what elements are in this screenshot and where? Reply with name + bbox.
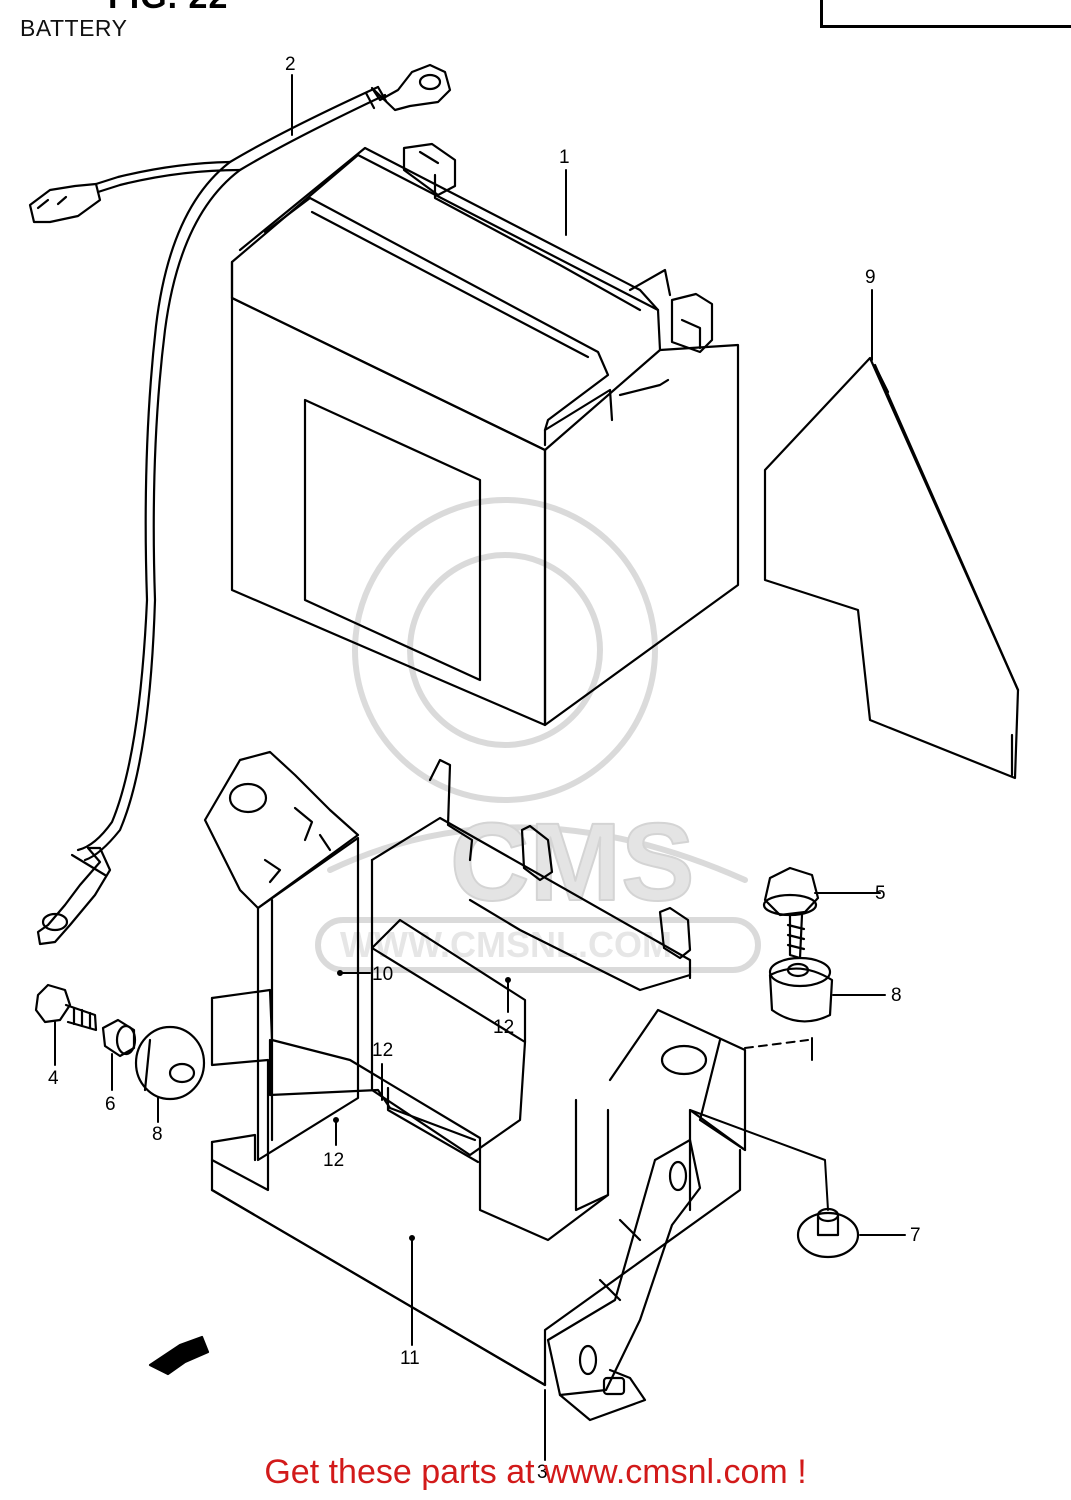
callout-11: 11	[400, 1348, 420, 1369]
collar-part-6	[101, 1018, 137, 1058]
corner-frame	[820, 0, 1071, 28]
nut-part-7	[796, 1207, 860, 1259]
callout-1: 1	[559, 147, 570, 168]
callout-8-right: 8	[891, 985, 902, 1006]
battery-cable	[28, 63, 452, 946]
cushion-part-8-right	[768, 956, 834, 1023]
callout-12-middle: 12	[372, 1040, 393, 1061]
bolt-part-4	[34, 983, 98, 1032]
cms-watermark: CMS WWW.CMSNL.COM	[315, 497, 761, 973]
page-title: BATTERY	[20, 15, 128, 41]
footer-promo-text: Get these parts at www.cmsnl.com !	[264, 1453, 807, 1491]
cushion-part-8-left	[134, 1025, 206, 1101]
callout-12-upper: 12	[493, 1017, 514, 1038]
callout-12-lower: 12	[323, 1150, 344, 1171]
callout-10: 10	[372, 964, 393, 985]
battery	[230, 142, 740, 727]
callout-7: 7	[910, 1225, 921, 1246]
callout-5: 5	[875, 883, 886, 904]
watermark-url-text: WWW.CMSNL.COM	[340, 924, 672, 965]
watermark-logo-text: CMS	[450, 801, 694, 924]
battery-pad	[763, 356, 1020, 780]
battery-holder	[203, 750, 747, 1422]
callout-8-left: 8	[152, 1124, 163, 1145]
callout-6: 6	[105, 1094, 116, 1115]
front-direction-arrow-icon	[148, 1335, 210, 1376]
leader-lines	[54, 74, 906, 1461]
figure-label: FIG. 22	[108, 0, 228, 17]
callout-2: 2	[285, 54, 296, 75]
callout-3: 3	[537, 1462, 548, 1483]
callout-9: 9	[865, 267, 876, 288]
bolt-part-5	[762, 866, 820, 960]
callout-4: 4	[48, 1068, 59, 1089]
callout-labels: 1 2 3 4 5 6 7 8 8 9 10 11 12 12 12	[48, 54, 921, 1483]
